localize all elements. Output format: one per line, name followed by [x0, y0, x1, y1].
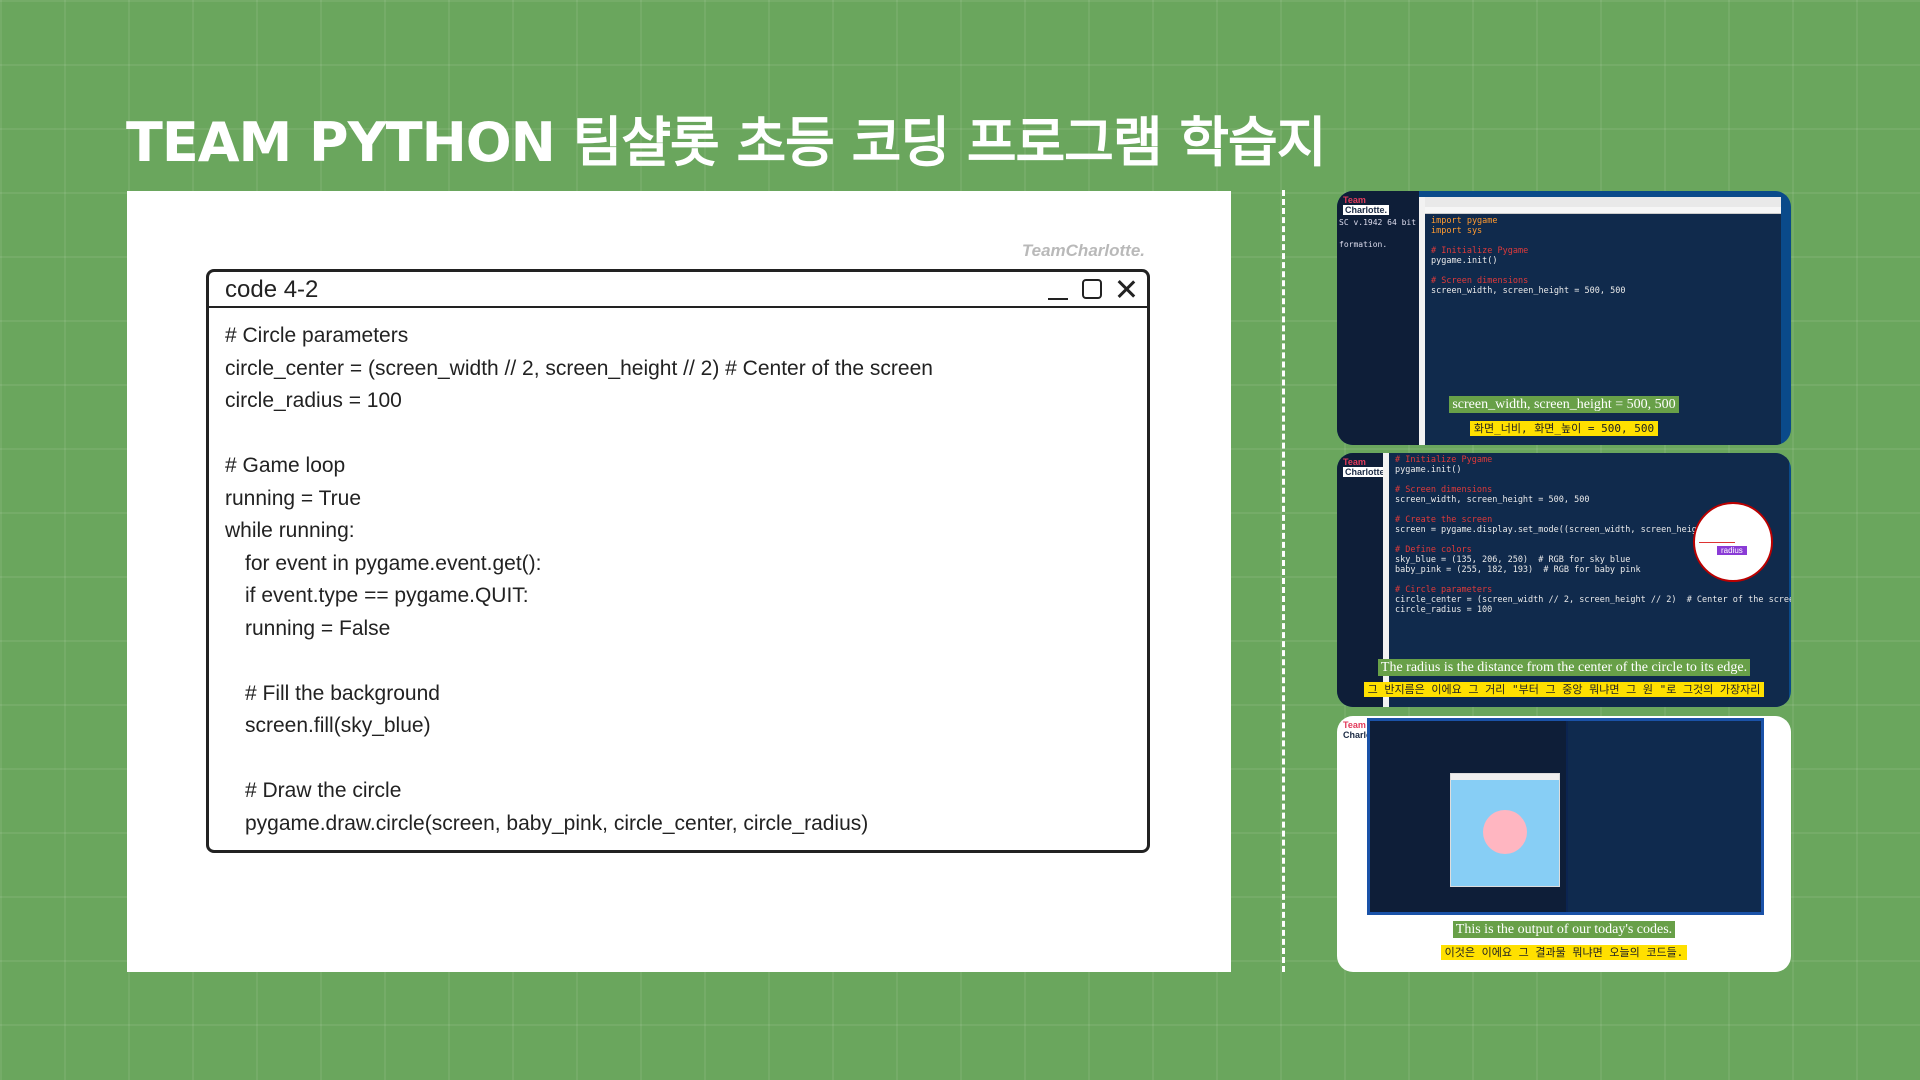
ide-code-line: # Screen dimensions — [1431, 276, 1529, 286]
ide-menubar — [1425, 207, 1781, 214]
pygame-window — [1450, 773, 1560, 887]
shell-line: SC v.1942 64 bit ( — [1339, 218, 1426, 227]
team-charlotte-logo: Team Charlo — [1343, 720, 1372, 740]
code-line: circle_center = (screen_width // 2, scre… — [225, 356, 933, 380]
code-line: # Circle parameters — [225, 324, 409, 347]
maximize-icon[interactable] — [1081, 278, 1103, 300]
code-body: # Circle parameters circle_center = (scre… — [209, 308, 1147, 840]
ide-code-line — [1431, 266, 1775, 276]
team-charlotte-logo: Team Charlotte. — [1343, 457, 1390, 477]
caption-korean: 이것은 이에요 그 결과물 뭐냐면 오늘의 코드들. — [1337, 944, 1791, 960]
shell-panel: Team Charlotte. SC v.1942 64 bit ( format… — [1337, 191, 1426, 445]
pink-circle — [1483, 810, 1527, 854]
code-line: # Game loop — [225, 454, 346, 477]
ide-code-line: circle_radius = 100 — [1395, 605, 1493, 615]
minimize-icon[interactable] — [1047, 278, 1069, 300]
code-line: for event in pygame.event.get(): — [245, 551, 542, 575]
radius-label: radius — [1717, 546, 1747, 555]
window-title-bar: code 4-2 — [209, 272, 1147, 308]
code-line: # Draw the circle — [245, 779, 402, 802]
code-line: if event.type == pygame.QUIT: — [245, 584, 529, 607]
close-icon[interactable] — [1115, 278, 1137, 300]
ide-code-line: sky_blue = (135, 206, 250) # RGB for sky… — [1395, 555, 1631, 565]
ide-code-line: baby_pink = (255, 182, 193) # RGB for ba… — [1395, 565, 1641, 575]
shell-line — [1339, 228, 1426, 239]
window-title: code 4-2 — [225, 276, 319, 303]
screenshot-thumbnail-3: Team Charlo This is the output of our to… — [1337, 716, 1791, 972]
ide-code-line: # Screen dimensions — [1395, 485, 1493, 495]
ide-code-line: # Define colors — [1395, 545, 1472, 555]
shell-output: SC v.1942 64 bit ( formation. — [1339, 217, 1426, 250]
dashed-divider — [1282, 190, 1285, 972]
pygame-titlebar — [1451, 774, 1559, 780]
ide-code-line — [1395, 475, 1783, 485]
shell-line: formation. — [1339, 240, 1388, 249]
page-title: TEAM PYTHON 팀샬롯 초등 코딩 프로그램 학습지 — [126, 111, 1326, 174]
ide-code-line: # Circle parameters — [1395, 585, 1493, 595]
code-line — [225, 743, 1131, 776]
ide-code-line — [1431, 236, 1775, 246]
ide-code-line: # Create the screen — [1395, 515, 1493, 525]
radius-line — [1699, 542, 1735, 543]
ide-window — [1568, 721, 1761, 912]
ide-code-line: screen = pygame.display.set_mode((screen… — [1395, 525, 1718, 535]
code-line: while running: — [225, 519, 355, 542]
caption-english: screen_width, screen_height = 500, 500 — [1337, 396, 1791, 413]
caption-english: This is the output of our today's codes. — [1337, 921, 1791, 938]
shell-panel — [1370, 721, 1566, 912]
brand-logo: TeamCharlotte. — [1021, 241, 1145, 260]
ide-code-line: screen_width, screen_height = 500, 500 — [1395, 495, 1590, 505]
ide-code-line: # Initialize Pygame — [1395, 455, 1493, 465]
screenshot-thumbnail-1: Team Charlotte. SC v.1942 64 bit ( format… — [1337, 191, 1791, 445]
ide-code-line: # Initialize Pygame — [1431, 246, 1529, 256]
caption-korean: 화면_너비, 화면_높이 = 500, 500 — [1337, 420, 1791, 436]
code-line: screen.fill(sky_blue) — [245, 714, 431, 737]
code-line: running = False — [245, 616, 391, 640]
ide-titlebar — [1425, 197, 1781, 207]
code-line — [225, 645, 1131, 678]
ide-code-line: pygame.init() — [1395, 465, 1462, 475]
circle-illustration: radius — [1693, 502, 1773, 582]
ide-code-line: import pygame — [1431, 216, 1498, 226]
code-line: pygame.draw.circle(screen, baby_pink, ci… — [245, 811, 869, 835]
code-line: running = True — [225, 486, 362, 510]
ide-code-line: import sys — [1431, 226, 1483, 236]
ide-code-line: screen_width, screen_height = 500, 500 — [1431, 286, 1626, 296]
code-line: circle_radius = 100 — [225, 389, 402, 412]
team-charlotte-logo: Team Charlotte. — [1343, 195, 1390, 215]
shell-panel: Team Charlotte. — [1337, 453, 1390, 707]
ide-code-line: circle_center = (screen_width // 2, scre… — [1395, 595, 1791, 605]
output-screenshot — [1367, 718, 1764, 915]
caption-korean: 그 반지름은 이에요 그 거리 "부터 그 중앙 뭐냐면 그 원 "로 그것의 … — [1337, 681, 1791, 697]
code-window: code 4-2 # Circle parameters circle_cente… — [206, 269, 1150, 853]
ide-code-line: pygame.init() — [1431, 256, 1498, 266]
main-panel: TeamCharlotte. code 4-2 # Circle paramet… — [127, 191, 1231, 972]
caption-english: The radius is the distance from the cent… — [1337, 659, 1791, 676]
code-line — [225, 418, 1131, 451]
code-line: # Fill the background — [245, 681, 440, 705]
